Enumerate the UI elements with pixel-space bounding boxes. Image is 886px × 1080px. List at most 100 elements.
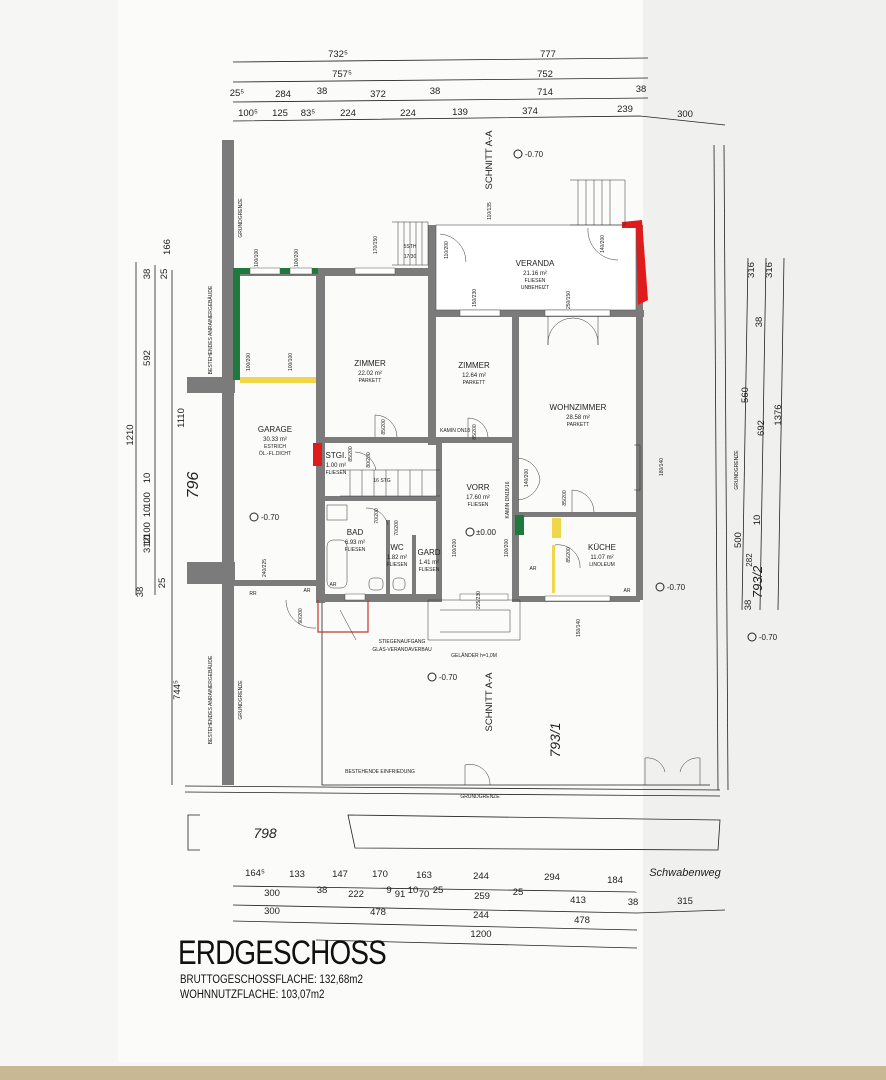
dimension-label: 500 [733,532,744,548]
stair-glass-label: GLAS-VERANDAVERBAU [372,647,432,653]
level-value: -0.70 [525,150,544,159]
dimension-label: 316 [746,262,757,278]
opening-dimension: 85/200 [562,490,568,506]
opening-dimension: 110/200 [444,241,450,259]
room-name: GARAGE [258,425,292,434]
room-floor: PARKETT [463,380,486,386]
room-name: WOHNZIMMER [550,403,607,412]
level-value: -0.70 [439,673,458,682]
stairs-label: 16 STG [373,478,390,484]
room-floor: FLIESEN [468,502,489,508]
neighbor-building-label: BESTEHENDES ANRAINERGEBÄUDE [207,285,214,374]
room-area: 1.82 m² [387,555,407,561]
street-outline [347,814,721,851]
boundary-label: GRUNDGRENZE [734,450,740,490]
dimension-label: 478 [574,915,590,926]
storage-label: AR [304,588,311,594]
dimension-label: 38 [743,600,754,611]
boundary-label: GRUNDGRENZE [238,680,244,720]
room-area: 1.00 m² [326,463,346,469]
dimension-label: 38 [636,84,647,95]
dimension-label: 100 [142,492,153,508]
room-area: 12.64 m² [462,373,486,379]
level-marker-icon [465,527,475,537]
boundary-label: GRUNDGRENZE [460,794,500,800]
room-note: ÖL.-FL.DICHT [259,450,291,457]
dimension-label: 139 [452,107,468,118]
storage-label: AR [624,588,631,594]
room-name: KÜCHE [588,543,616,552]
level-marker-icon [249,512,259,522]
dimension-label: 125 [272,108,288,119]
storage-label: AR [530,566,537,572]
opening-dimension: 85/200 [472,424,478,440]
opening-dimension: 225/230 [476,591,482,609]
room-floor: FLIESEN [345,547,366,553]
fence-label: BESTEHENDE EINFRIEDUNG [345,769,415,775]
dimension-label: 38 [142,269,153,280]
room-area: 17.60 m² [466,495,490,501]
dimension-label: 91 [395,889,406,900]
dimension-label: 757⁵ [332,69,352,80]
dimension-label: 222 [348,889,364,900]
dimension-label: 184 [607,875,623,886]
dimension-label: 25⁵ [230,88,245,99]
dimension-label: 10 [142,473,153,484]
dimension-label: 777 [540,49,556,60]
opening-dimension: 90/200 [298,608,304,624]
demolish-wall-stgi [313,443,322,466]
dimension-label: 560 [740,387,751,403]
room-area: 22.02 m² [358,371,382,377]
opening-dimension: 100/200 [504,539,510,557]
dimension-label: 732⁵ [328,49,348,60]
street-name: Schwabenweg [649,867,721,879]
dimension-label: 315 [677,896,693,907]
opening-dimension: 70/200 [374,508,380,524]
chimney-new-icon [552,518,561,538]
dimension-label: 164⁵ [245,868,265,879]
opening-dimension: 85/200 [381,419,387,435]
room-floor: FLIESEN [387,562,408,568]
chimney-label: KAMIN DN18/16 [505,481,511,518]
room-name: GARD [417,548,440,557]
gross-floor-area: BRUTTOGESCHOSSFLÄCHE: 132,68m2 [180,974,363,986]
dimension-label: 25 [513,887,524,898]
net-living-area: WOHNNUTZFLÄCHE: 103,07m2 [180,989,325,1001]
dimension-label: 1110 [176,408,187,428]
section-label: SCHNITT A-A [484,130,495,190]
chimney-icon [515,515,524,535]
railing-label: GELÄNDER h=1,0M [451,652,497,659]
opening-dimension: 180/140 [659,458,665,476]
room-floor: FLIESEN [525,278,546,284]
dimension-label: 25 [159,269,170,280]
opening-dimension: 150/230 [472,289,478,307]
dimension-label: 294 [544,872,560,883]
opening-dimension: 100/200 [294,249,300,267]
parcel-number: 282 [745,553,754,567]
boundary-label: GRUNDGRENZE [238,198,244,238]
parcel-number: 798 [253,825,277,841]
chimney-label: KAMIN DN18 [440,428,470,434]
room-note: UNBEHEIZT [521,285,549,291]
dimension-label: 10 [142,507,153,518]
dimension-label: 163 [416,870,432,881]
parcel-number: 793/2 [750,565,765,598]
opening-dimension: 70/200 [394,520,400,536]
dimension-label: 100⁵ [238,108,258,119]
dimension-label: 374 [522,106,538,117]
opening-dimension: 140/200 [524,469,530,487]
opening-dimension: 110/135 [487,202,493,220]
stairs-label: 5STH [404,244,417,250]
leader-line [339,609,357,641]
opening-dimension: 100/100 [288,353,294,371]
dimension-label: 239 [617,104,633,115]
dimension-label: 714 [537,87,553,98]
storage-label: AR [330,582,337,588]
dimension-label: 38 [430,86,441,97]
dimension-label: 259 [474,891,490,902]
demolish-wall-veranda [622,220,648,305]
stair-glass-label: STIEGENAUFGANG [379,639,426,645]
dimension-lines [135,57,785,949]
